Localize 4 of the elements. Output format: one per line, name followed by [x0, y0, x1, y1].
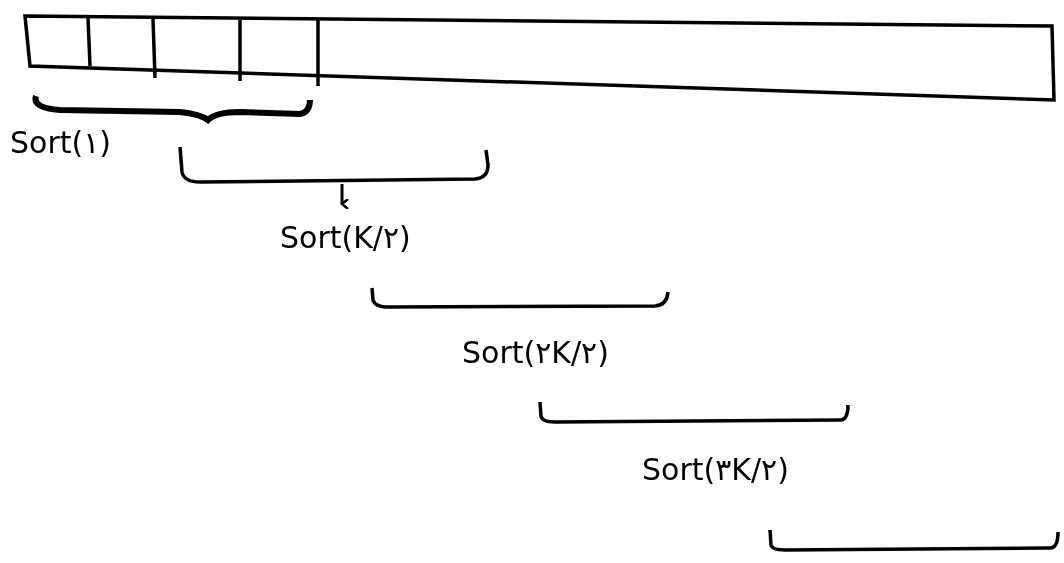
function-label: Sort(۱): [10, 125, 111, 160]
function-label: Sort(۲K/۲): [462, 335, 609, 370]
function-label: Sort(K/۲): [280, 220, 411, 255]
function-label: Sort(۳K/۲): [642, 452, 789, 487]
